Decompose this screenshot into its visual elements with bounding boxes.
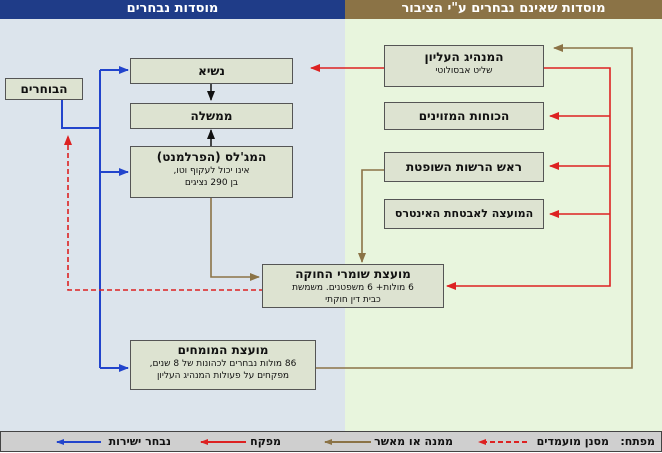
president-box: נשיא bbox=[130, 58, 293, 84]
guardian-council-title: מועצת שומרי החוקה bbox=[295, 267, 411, 281]
unelected-header: מוסדות שאינם נבחרים ע"י הציבור bbox=[345, 0, 662, 19]
supreme-leader-title: המנהיג העליון bbox=[424, 50, 504, 64]
supreme-leader-box: המנהיג העליון שליט אבסולוטי bbox=[384, 45, 544, 87]
legend-label-supervise: מפקח bbox=[250, 435, 281, 448]
legend-key-label: מפתח: bbox=[620, 435, 655, 448]
appoint-arrows bbox=[210, 44, 633, 369]
armed-forces-box: הכוחות המזוינים bbox=[384, 102, 544, 130]
voters-title: הבוחרים bbox=[20, 82, 68, 96]
legend-label-filter: מסנן מועמדים bbox=[536, 435, 609, 448]
filter-arrows bbox=[64, 135, 264, 291]
legend-label-direct: נבחר ישירות bbox=[108, 435, 171, 448]
guardian-council-note-2: כבית דין חוקתי bbox=[325, 295, 381, 305]
judiciary-head-box: ראש הרשות השופטת bbox=[384, 152, 544, 182]
legend-swatches bbox=[56, 439, 527, 445]
direct-election-arrows bbox=[61, 66, 129, 372]
armed-forces-title: הכוחות המזוינים bbox=[418, 109, 510, 123]
government-title: ממשלה bbox=[190, 109, 233, 123]
legend: מפתח: מסנן מועמדים ממנה או מאשר מפקח נבח… bbox=[0, 431, 662, 452]
judiciary-head-title: ראש הרשות השופטת bbox=[405, 160, 522, 174]
voters-box: הבוחרים bbox=[5, 78, 83, 100]
assembly-of-experts-note-2: מפקחים על פעולות המנהיג העליון bbox=[156, 371, 290, 381]
assembly-of-experts-note-1: 86 מולות נבחרים לכהונות של 8 שנים, bbox=[149, 359, 297, 369]
legend-label-appoint: ממנה או מאשר bbox=[374, 435, 453, 448]
majlis-note-2: בן 290 נציגים bbox=[184, 178, 239, 188]
majlis-title: המג'לס (הפרלמנט) bbox=[156, 150, 267, 164]
assembly-of-experts-box: מועצת המומחים 86 מולות נבחרים לכהונות של… bbox=[130, 340, 316, 390]
majlis-box: המג'לס (הפרלמנט) אינו יכול לעקוף וטו, בן… bbox=[130, 146, 293, 198]
government-box: ממשלה bbox=[130, 103, 293, 129]
assembly-of-experts-title: מועצת המומחים bbox=[177, 343, 269, 357]
supreme-leader-note: שליט אבסולוטי bbox=[435, 66, 493, 76]
expediency-council-box: המועצה לאבטחת האינטרס bbox=[384, 199, 544, 229]
supervise-arrows bbox=[310, 64, 611, 290]
expediency-council-title: המועצה לאבטחת האינטרס bbox=[394, 207, 534, 220]
guardian-council-note-1: 6 מולות+ 6 משפטנים. משמשת bbox=[292, 283, 414, 293]
elected-header: מוסדות נבחרים bbox=[0, 0, 345, 19]
guardian-council-box: מועצת שומרי החוקה 6 מולות+ 6 משפטנים. מש… bbox=[262, 264, 444, 308]
president-title: נשיא bbox=[198, 64, 225, 78]
majlis-note-1: אינו יכול לעקוף וטו, bbox=[173, 166, 250, 176]
